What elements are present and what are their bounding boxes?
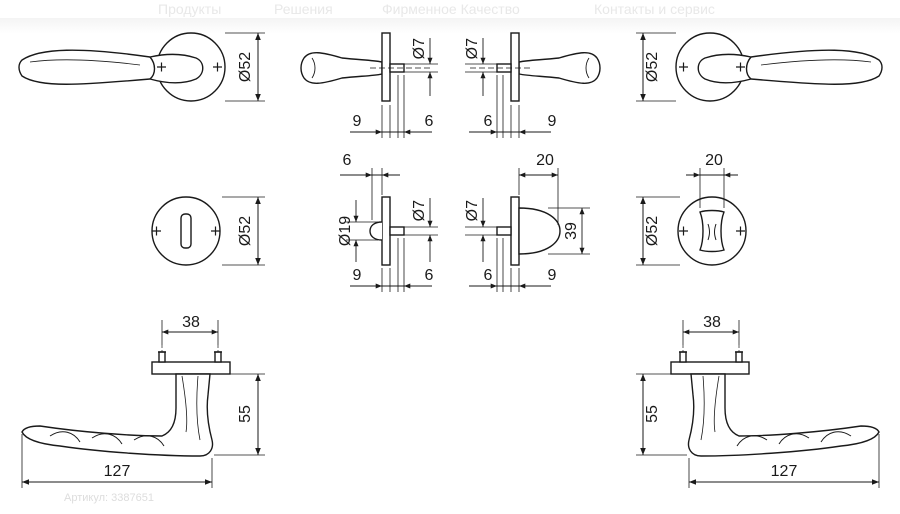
label-wc-6: 6 — [425, 267, 434, 284]
dimension-wc-diameter: Ø52 — [222, 196, 265, 266]
wc-turn-side-view: 6 Ø19 Ø7 9 6 — [337, 152, 438, 292]
label-indicator-6: 6 — [484, 267, 493, 284]
lever-profile-right: 38 55 127 — [636, 314, 880, 488]
nav-item-solutions[interactable]: Решения — [274, 1, 333, 17]
label-indicator-9: 9 — [548, 267, 557, 284]
nav-item-quality[interactable]: Фирменное Качество — [382, 1, 520, 17]
label-diameter-52: Ø52 — [237, 52, 254, 82]
label-6: 6 — [425, 113, 434, 130]
label-diameter-52-right: Ø52 — [644, 52, 661, 82]
label-snib-6: 6 — [343, 152, 352, 169]
label-indicator-diameter: Ø52 — [644, 216, 661, 246]
label-indicator-spindle: Ø7 — [464, 200, 481, 221]
wc-indicator-front-view: 20 — [677, 152, 747, 266]
wc-turn-front-view — [151, 196, 221, 266]
lever-front-view-left — [18, 32, 226, 102]
label-spindle-7-right: Ø7 — [464, 38, 481, 59]
dimension-indicator-diameter: Ø52 — [636, 196, 680, 266]
lever-profile-left: 38 55 127 — [21, 314, 265, 488]
label-screw-38-right: 38 — [703, 314, 721, 331]
nav-item-contacts[interactable]: Контакты и сервис — [594, 1, 715, 17]
wc-indicator-side-view: 20 39 Ø7 6 9 — [464, 152, 590, 292]
label-front-20: 20 — [705, 152, 723, 169]
lever-side-view-left: 9 6 Ø7 — [300, 32, 438, 138]
label-wc-diameter: Ø52 — [237, 216, 254, 246]
label-wc-9: 9 — [353, 267, 362, 284]
label-wc-spindle: Ø7 — [411, 200, 428, 221]
label-indicator-39: 39 — [563, 222, 580, 240]
label-height-55-right: 55 — [644, 405, 661, 423]
label-length-127: 127 — [104, 463, 131, 480]
label-length-127-right: 127 — [771, 463, 798, 480]
nav-item-products[interactable]: Продукты — [158, 1, 222, 17]
article-number: Артикул: 3387651 — [64, 492, 154, 504]
label-9-right: 9 — [548, 113, 557, 130]
label-snib-19: Ø19 — [337, 216, 354, 246]
label-screw-38: 38 — [182, 314, 200, 331]
label-9: 9 — [353, 113, 362, 130]
label-height-55: 55 — [237, 405, 254, 423]
lever-side-view-right: 6 9 Ø7 — [464, 32, 601, 138]
dimension-diameter-left: Ø52 — [225, 32, 265, 102]
label-indicator-20: 20 — [536, 152, 554, 169]
label-spindle-7: Ø7 — [411, 38, 428, 59]
top-navigation: Продукты Решения Фирменное Качество Конт… — [0, 0, 900, 18]
label-6-right: 6 — [484, 113, 493, 130]
dimension-diameter-right: Ø52 — [636, 32, 676, 102]
lever-front-view-right — [675, 32, 883, 102]
header-shadow — [0, 18, 900, 34]
